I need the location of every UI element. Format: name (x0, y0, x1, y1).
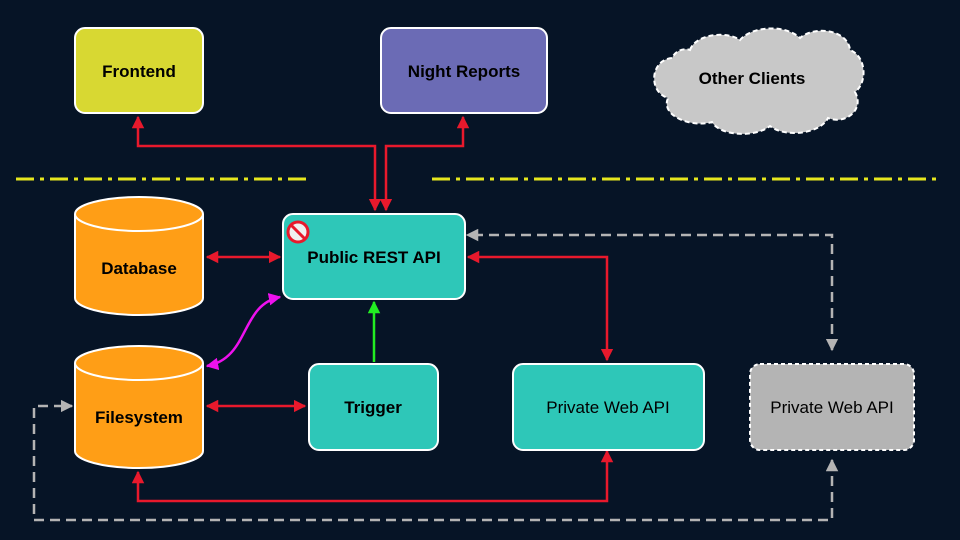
node-night-reports: Night Reports (380, 27, 548, 114)
node-frontend-label: Frontend (102, 62, 176, 81)
node-other-clients: Other Clients (653, 27, 865, 135)
node-database-label: Database (101, 259, 177, 278)
node-filesystem: Filesystem (74, 345, 204, 469)
arrow-filesystem-to-private-web-api (131, 449, 614, 503)
arrow-external-to-filesystem (32, 399, 839, 522)
no-entry-icon (286, 220, 310, 244)
arrow-filesystem-to-public-api (205, 293, 282, 371)
node-database: Database (74, 196, 204, 316)
node-other-clients-label: Other Clients (699, 69, 806, 88)
arrow-public-api-to-night-reports (379, 115, 470, 212)
node-trigger-label: Trigger (344, 398, 402, 417)
arrow-external-to-public-api (465, 228, 839, 352)
node-private-web-api: Private Web API (512, 363, 705, 451)
cloud-shape (653, 27, 865, 135)
node-filesystem-label: Filesystem (95, 408, 183, 427)
node-private-web-api-external-label: Private Web API (770, 398, 893, 417)
node-private-web-api-external: Private Web API (749, 363, 915, 451)
node-private-web-api-label: Private Web API (546, 398, 669, 417)
node-night-reports-label: Night Reports (408, 62, 520, 81)
node-frontend: Frontend (74, 27, 204, 114)
arrow-public-api-to-frontend (131, 115, 382, 212)
node-public-rest-api: Public REST API (282, 213, 466, 300)
node-trigger: Trigger (308, 363, 439, 451)
node-public-rest-api-label: Public REST API (307, 248, 441, 267)
arrow-public-api-to-private-web-api (466, 250, 614, 362)
